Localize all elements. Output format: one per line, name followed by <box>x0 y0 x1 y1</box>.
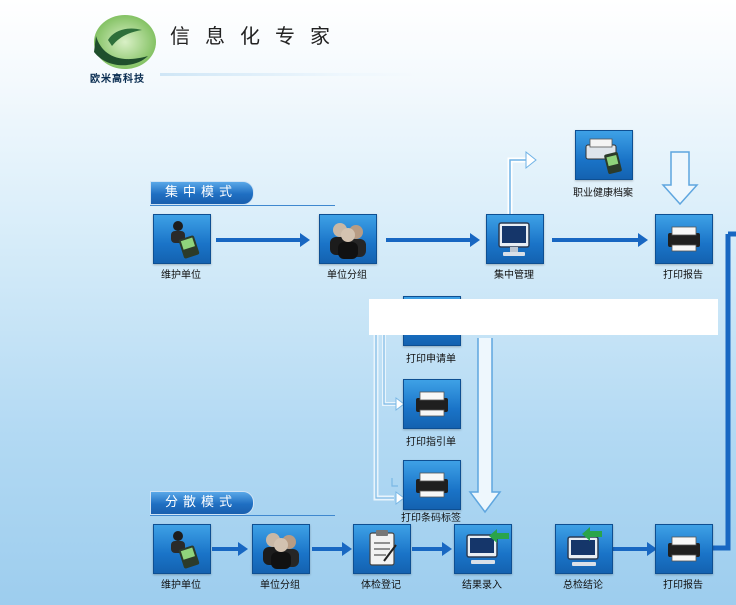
label-print-report-top: 打印报告 <box>663 270 703 281</box>
node-unit-group-top[interactable] <box>319 214 377 264</box>
label-unit-group-top: 单位分组 <box>327 270 367 281</box>
printer-icon <box>668 226 700 252</box>
node-print-report-top[interactable] <box>655 214 713 264</box>
arrow-central-to-print <box>552 233 648 247</box>
logo-text: 欧米高科技 <box>90 74 145 85</box>
label-print-report-bottom: 打印报告 <box>663 580 703 591</box>
node-unit-group-bottom[interactable] <box>252 524 310 574</box>
pda-person-icon <box>171 531 200 569</box>
label-maintain-unit-bottom: 维护单位 <box>161 580 201 591</box>
label-maintain-unit-top: 维护单位 <box>161 270 201 281</box>
mode-underline-centralized <box>150 205 335 206</box>
printer-icon <box>416 391 448 417</box>
node-central-manage[interactable] <box>486 214 544 264</box>
node-exam-register[interactable] <box>353 524 411 574</box>
node-print-barcode[interactable] <box>403 460 461 510</box>
label-health-archive: 职业健康档案 <box>573 188 633 199</box>
mode-underline-distributed <box>150 515 335 516</box>
computer-entry-icon <box>466 529 509 564</box>
label-print-request: 打印申请单 <box>406 354 456 365</box>
label-print-guide: 打印指引单 <box>406 437 456 448</box>
arrow-b-group-to-register <box>312 542 352 556</box>
blank-overlay-box <box>369 299 718 335</box>
arrow-b-register-to-result <box>412 542 452 556</box>
node-result-entry[interactable] <box>454 524 512 574</box>
arrow-b-maintain-to-group <box>212 542 248 556</box>
node-maintain-unit-bottom[interactable] <box>153 524 211 574</box>
printer-icon <box>668 536 700 562</box>
node-print-guide[interactable] <box>403 379 461 429</box>
mode-label-centralized: 集中模式 <box>150 181 255 205</box>
header-divider <box>160 73 420 76</box>
node-print-report-bottom[interactable] <box>655 524 713 574</box>
logo-icon <box>94 15 156 69</box>
arrow-maintain-to-group <box>216 233 310 247</box>
page-title: 信息化专家 <box>170 24 345 48</box>
label-central-manage: 集中管理 <box>494 270 534 281</box>
arrow-group-to-central <box>386 233 480 247</box>
people-group-icon <box>263 533 299 569</box>
label-exam-register: 体检登记 <box>361 580 401 591</box>
node-maintain-unit-top[interactable] <box>153 214 211 264</box>
computer-entry-icon <box>567 527 602 566</box>
printer-pda-icon <box>585 138 622 174</box>
label-result-entry: 结果录入 <box>462 580 502 591</box>
mode-label-distributed: 分散模式 <box>150 491 255 515</box>
label-final-conclusion: 总检结论 <box>563 580 603 591</box>
node-final-conclusion[interactable] <box>555 524 613 574</box>
computer-monitor-icon <box>498 222 530 256</box>
label-unit-group-bottom: 单位分组 <box>260 580 300 591</box>
clipboard-icon <box>369 530 397 566</box>
printer-icon <box>416 472 448 498</box>
node-health-archive[interactable] <box>575 130 633 180</box>
label-print-barcode: 打印条码标签 <box>401 513 461 524</box>
people-group-icon <box>330 223 366 259</box>
pda-person-icon <box>171 221 200 259</box>
arrow-b-conclusion-to-print <box>613 542 657 556</box>
